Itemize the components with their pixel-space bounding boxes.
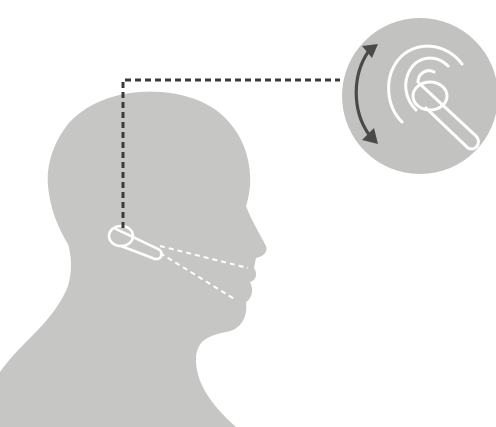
head-silhouette [0, 92, 267, 427]
ear-detail-icon [342, 18, 496, 174]
